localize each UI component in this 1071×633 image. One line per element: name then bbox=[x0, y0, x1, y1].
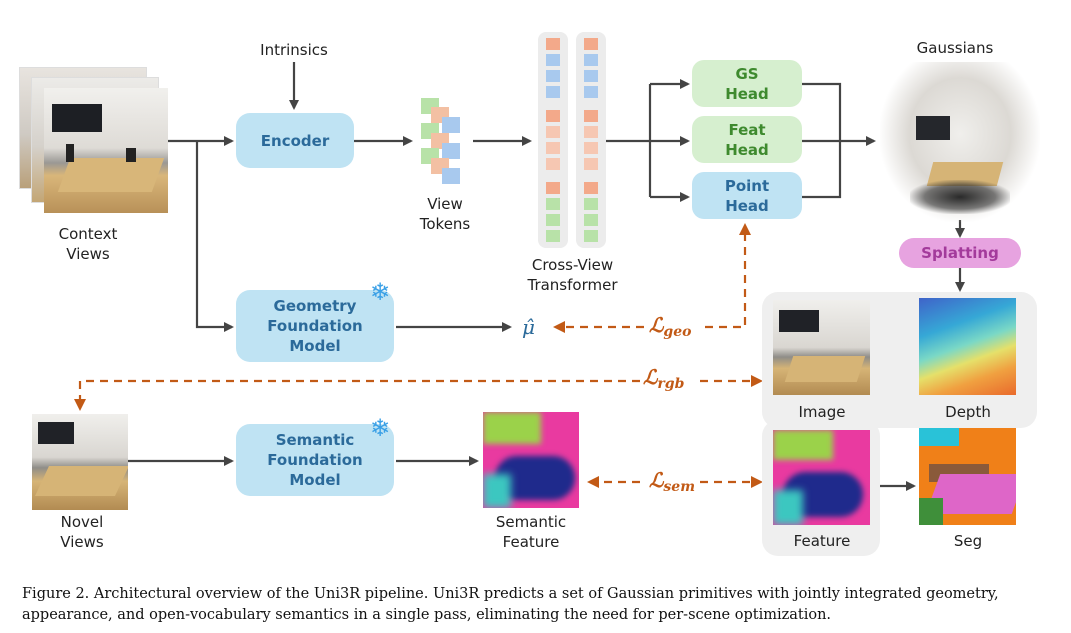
figure-caption: Figure 2. Architectural overview of the … bbox=[22, 586, 999, 623]
depth-label: Depth bbox=[945, 403, 991, 421]
arrow-context-geometry bbox=[195, 141, 234, 332]
view-tokens-icon bbox=[418, 96, 468, 188]
context-view-image-1 bbox=[44, 88, 168, 213]
feature-label: Feature bbox=[793, 532, 851, 550]
frozen-snowflake-icon: ❄ bbox=[370, 278, 391, 306]
semantic-feature-label: Semantic Feature bbox=[495, 513, 567, 551]
gaussians-label: Gaussians bbox=[916, 39, 994, 57]
rgb-loss-label: ℒrgb bbox=[640, 365, 688, 392]
transformer-column-2 bbox=[576, 32, 606, 248]
splatting-box: Splatting bbox=[899, 238, 1021, 268]
point-head-box: Point Head bbox=[692, 172, 802, 219]
encoder-box: Encoder bbox=[236, 113, 354, 168]
frozen-snowflake-icon-2: ❄ bbox=[370, 414, 391, 442]
rendered-seg bbox=[919, 428, 1016, 525]
view-tokens-label: View Tokens bbox=[419, 195, 471, 233]
semantic-model-box: Semantic Foundation Model bbox=[236, 424, 394, 496]
rendered-depth bbox=[919, 298, 1016, 395]
geometry-model-box: Geometry Foundation Model bbox=[236, 290, 394, 362]
geo-loss-arrow-up bbox=[705, 223, 751, 329]
gs-head-box: GS Head bbox=[692, 60, 802, 107]
intrinsics-label: Intrinsics bbox=[260, 41, 328, 59]
transformer-column-1 bbox=[538, 32, 568, 248]
feat-head-box: Feat Head bbox=[692, 116, 802, 163]
context-views-label: Context Views bbox=[58, 225, 118, 263]
gaussians-render bbox=[880, 62, 1040, 222]
semantic-feature-image bbox=[483, 412, 579, 508]
rendered-image bbox=[773, 300, 870, 395]
novel-views-label: Novel Views bbox=[60, 513, 104, 551]
geo-loss-label: ℒgeo bbox=[646, 313, 695, 340]
seg-label: Seg bbox=[953, 532, 983, 550]
transformer-label: Cross-View Transformer bbox=[527, 256, 618, 294]
mu-hat-symbol: μ̂ bbox=[522, 315, 535, 339]
novel-view-image bbox=[32, 414, 128, 510]
rendered-feature bbox=[773, 430, 870, 525]
rgb-loss-arrow bbox=[74, 379, 640, 411]
sem-loss-label: ℒsem bbox=[646, 468, 699, 495]
image-label: Image bbox=[798, 403, 846, 421]
